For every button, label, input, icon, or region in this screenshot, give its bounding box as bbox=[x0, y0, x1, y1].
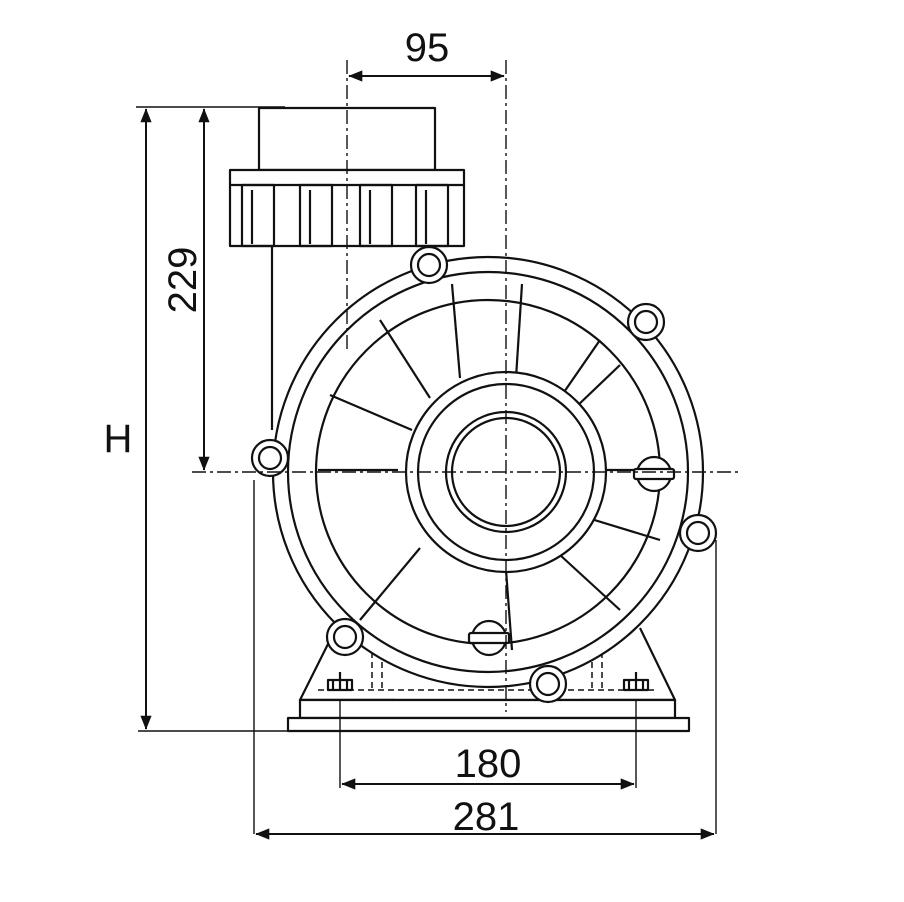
dimension-lines bbox=[136, 106, 717, 834]
drain-plug-bottom bbox=[467, 619, 511, 657]
base-bolt-right bbox=[622, 672, 650, 692]
center-lines bbox=[192, 60, 740, 712]
housing-lugs bbox=[250, 245, 718, 704]
pump-outline bbox=[228, 106, 718, 733]
dimension-label-h: H bbox=[104, 417, 133, 461]
dimension-arrows bbox=[140, 70, 715, 840]
dimension-label-229: 229 bbox=[161, 247, 205, 314]
base-bolt-left bbox=[326, 672, 354, 692]
dimension-label-281: 281 bbox=[453, 795, 520, 839]
housing-ribs bbox=[318, 283, 672, 651]
dimension-label-95: 95 bbox=[405, 26, 450, 70]
union-nut bbox=[228, 168, 466, 248]
base-supports bbox=[286, 627, 691, 733]
dimension-label-180: 180 bbox=[455, 742, 522, 786]
